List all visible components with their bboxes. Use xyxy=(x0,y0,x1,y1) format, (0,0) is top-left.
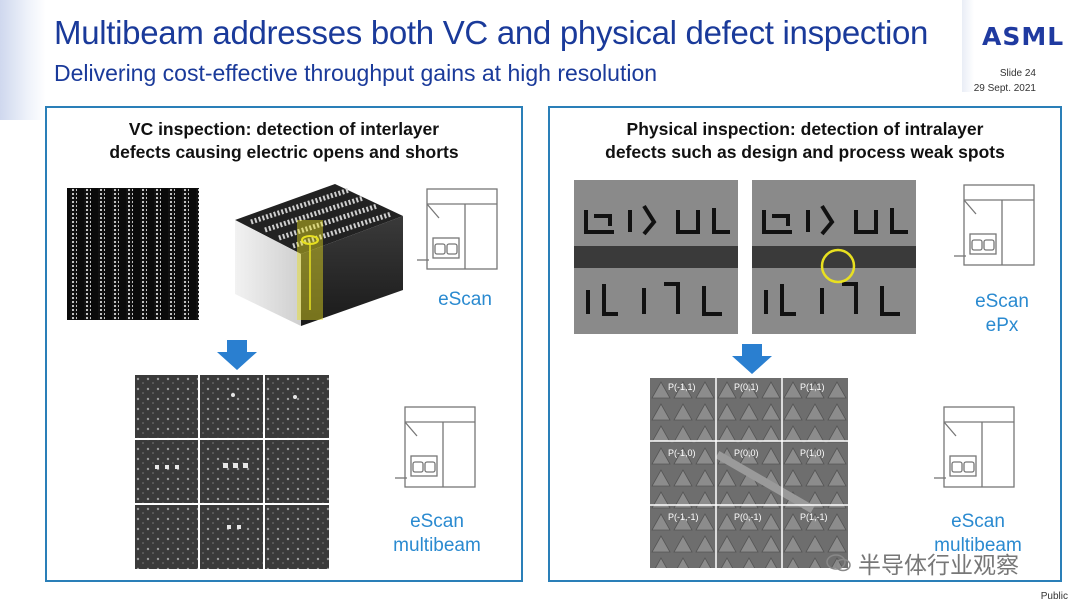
wechat-icon xyxy=(826,554,851,572)
grid-position-label: P(0,1) xyxy=(734,382,759,392)
header-accent-right xyxy=(962,0,974,92)
escan-multibeam-physical-tool-icon xyxy=(934,406,1015,488)
watermark-text: 半导体行业观察 xyxy=(858,552,1019,578)
down-arrow-icon xyxy=(732,344,772,374)
vc-tool-bottom-line2: multibeam xyxy=(393,535,481,556)
vc-inspection-panel: VC inspection: detection of interlayer d… xyxy=(45,106,523,582)
header-accent-left xyxy=(0,0,46,120)
wechat-watermark: 半导体行业观察 xyxy=(826,546,1019,580)
down-arrow-icon xyxy=(217,340,257,370)
physical-tool-top-line1: eScan xyxy=(975,291,1029,312)
grid-position-label: P(1,-1) xyxy=(800,512,828,522)
slide-number: Slide 24 xyxy=(999,68,1036,79)
grid-position-label: P(0,-1) xyxy=(734,512,762,522)
vc-inspection-heading: VC inspection: detection of interlayer d… xyxy=(47,118,521,164)
escan-multibeam-tool-icon xyxy=(395,406,476,488)
vc-tool-bottom-label: eScan multibeam xyxy=(387,510,487,558)
layer-stack-3d-image xyxy=(235,184,403,326)
physical-tool-bottom-line2: multibeam xyxy=(934,535,1022,556)
physical-heading-line2: defects such as design and process weak … xyxy=(605,142,1005,162)
physical-heading-line1: Physical inspection: detection of intral… xyxy=(626,119,984,139)
escan-tool-icon xyxy=(417,188,498,270)
sem-reference-image xyxy=(574,180,738,334)
vc-multibeam-grid-image xyxy=(135,375,329,569)
grid-position-label: P(-1,1) xyxy=(668,382,696,392)
physical-tool-top-line2: ePx xyxy=(985,315,1019,336)
line-pattern-image xyxy=(67,188,199,320)
grid-position-label: P(1,0) xyxy=(800,448,825,458)
physical-tool-bottom-line1: eScan xyxy=(951,511,1005,532)
escan-epx-tool-icon xyxy=(954,184,1035,266)
physical-inspection-heading: Physical inspection: detection of intral… xyxy=(550,118,1060,164)
physical-tool-top-label: eScan ePx xyxy=(952,290,1052,338)
asml-logo: ASML xyxy=(982,22,1065,51)
slide-title: Multibeam addresses both VC and physical… xyxy=(54,14,929,51)
grid-position-label: P(0,0) xyxy=(734,448,759,458)
grid-position-label: P(-1,-1) xyxy=(668,512,699,522)
vc-heading-line2: defects causing electric opens and short… xyxy=(109,142,459,162)
physical-multibeam-grid-image: P(-1,1) P(0,1) P(1,1) P(-1,0) P(0,0) P(1,0) P(… xyxy=(650,378,848,568)
grid-position-label: P(1,1) xyxy=(800,382,825,392)
classification-label: Public xyxy=(1040,591,1068,602)
grid-position-label: P(-1,0) xyxy=(668,448,696,458)
vc-heading-line1: VC inspection: detection of interlayer xyxy=(128,119,440,139)
vc-tool-bottom-line1: eScan xyxy=(410,511,464,532)
physical-tool-bottom-label: eScan multibeam xyxy=(928,510,1028,558)
physical-inspection-panel: Physical inspection: detection of intral… xyxy=(548,106,1062,582)
slide-subtitle: Delivering cost-effective throughput gai… xyxy=(54,60,658,86)
vc-tool-top-label: eScan xyxy=(438,289,492,310)
slide-date: 29 Sept. 2021 xyxy=(973,83,1036,94)
sem-defect-image xyxy=(752,180,916,334)
